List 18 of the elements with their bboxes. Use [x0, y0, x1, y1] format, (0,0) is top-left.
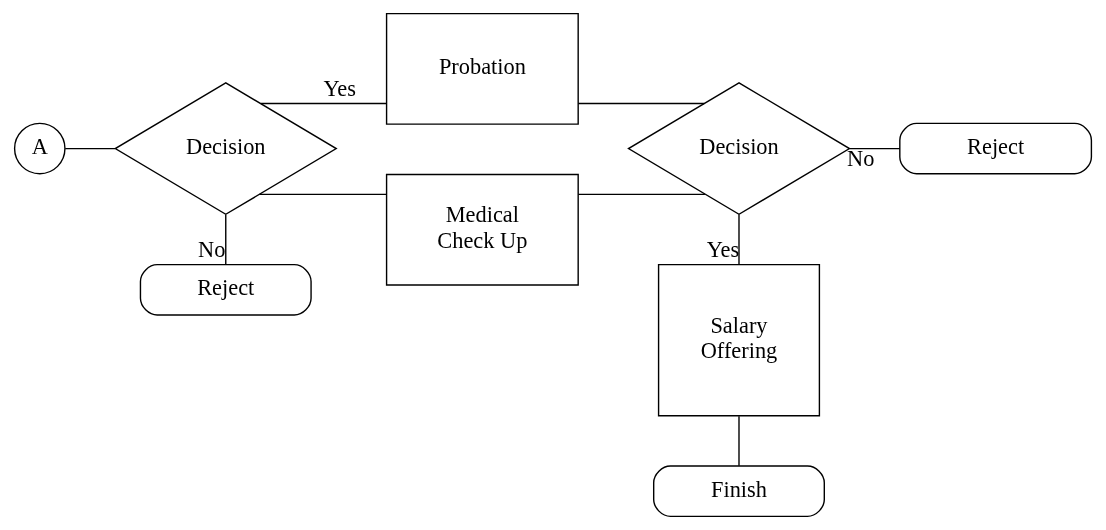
connector — [738, 415, 740, 467]
node-circle: A — [13, 122, 66, 175]
edge-label: No — [198, 237, 226, 263]
connector — [258, 193, 387, 196]
node-box: Probation — [385, 12, 579, 125]
connector — [225, 213, 227, 265]
node-box: Medical Check Up — [385, 173, 579, 286]
connector — [577, 102, 705, 105]
node-box: Reject — [899, 122, 1093, 175]
connector — [64, 147, 116, 150]
connector — [848, 147, 901, 150]
connector — [260, 102, 388, 105]
connector — [577, 193, 706, 196]
edge-label: Yes — [323, 76, 356, 102]
node-box: Salary Offering — [657, 263, 821, 417]
connector — [738, 213, 740, 265]
node-box: Finish — [653, 465, 825, 518]
node-box: Reject — [139, 263, 312, 316]
